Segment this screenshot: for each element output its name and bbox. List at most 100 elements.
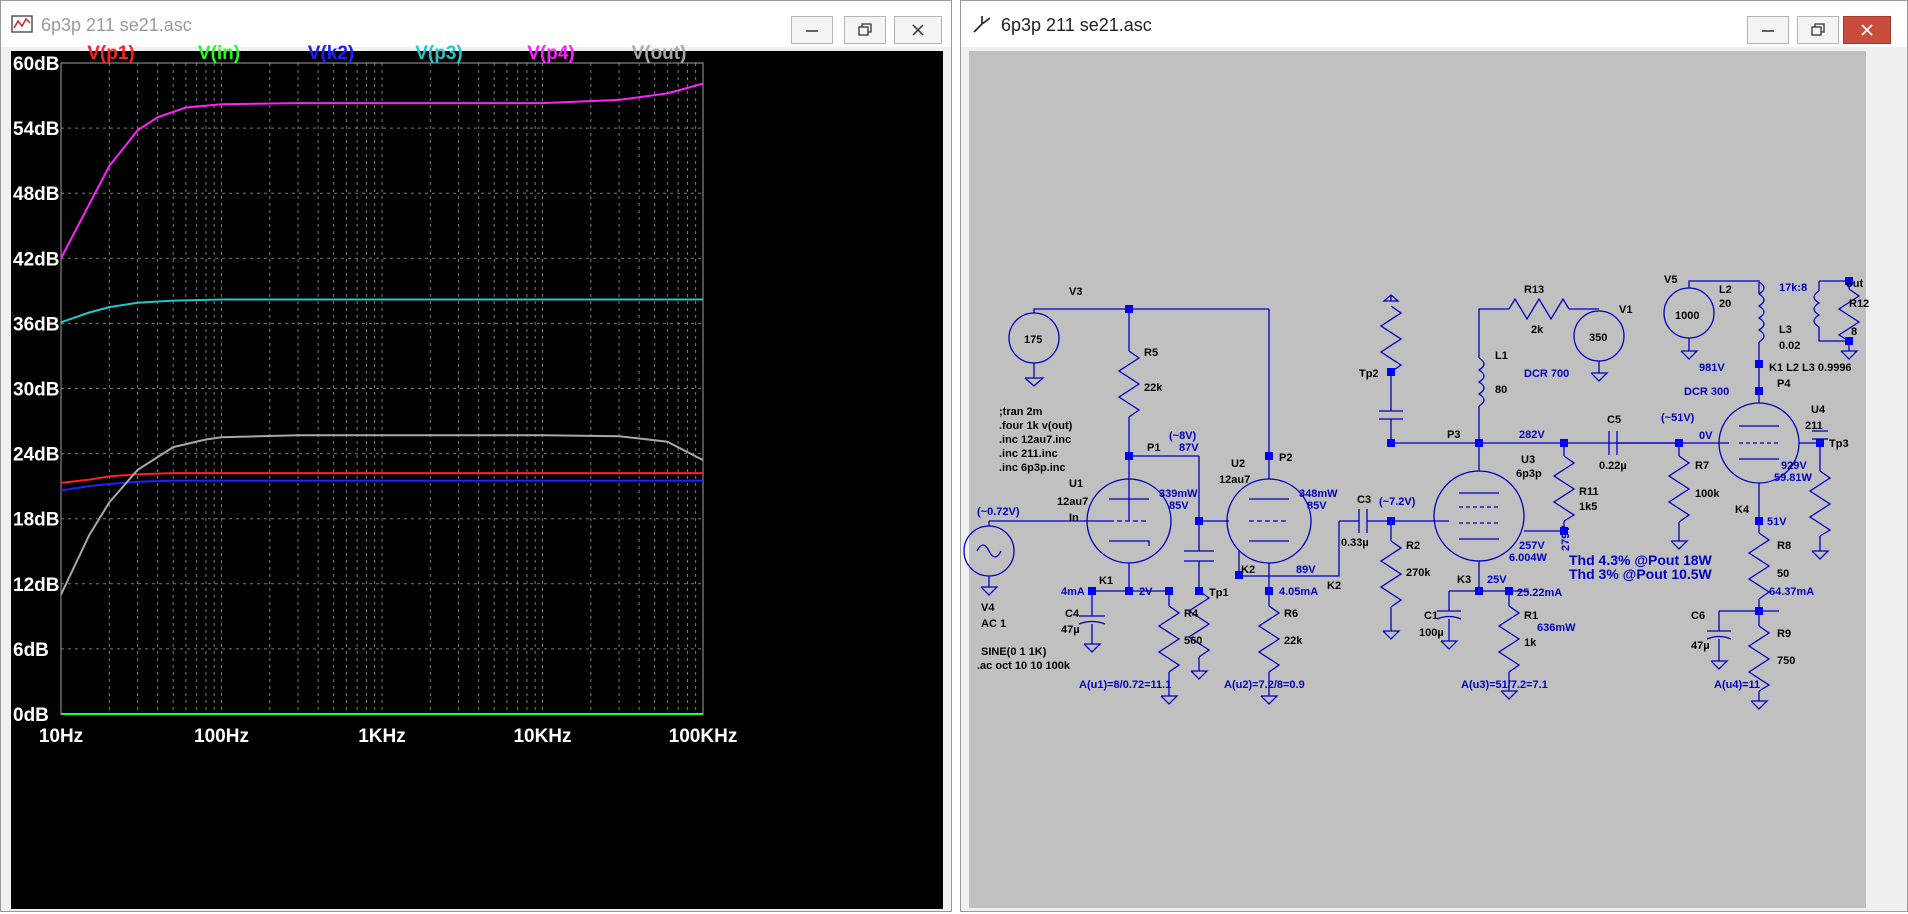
y-tick-label: 36dB: [13, 314, 59, 335]
minimize-icon: [1762, 30, 1774, 32]
schematic-labels: V3 175 R5 22k P1 P2 (~8V) 87V ;tran 2m .…: [977, 274, 1869, 691]
waveform-app-icon: [11, 15, 33, 33]
label-grid3-voltage: (~7.2V): [1379, 496, 1416, 508]
directive-inc-211: .inc 211.inc: [999, 448, 1058, 460]
schematic-canvas[interactable]: V3 175 R5 22k P1 P2 (~8V) 87V ;tran 2m .…: [963, 51, 1869, 908]
label-p1-voltage-2: 87V: [1179, 442, 1199, 454]
label-k3-current: 25.22mA: [1517, 587, 1562, 599]
label-r4-value: 560: [1184, 635, 1202, 647]
label-p1-voltage: (~8V): [1169, 430, 1197, 442]
label-r5-value: 22k: [1144, 382, 1163, 394]
label-u1: U1: [1069, 478, 1083, 490]
directive-ac: .ac oct 10 10 100k: [977, 660, 1071, 672]
directive-four: .four 1k v(out): [999, 420, 1073, 432]
label-sine: SINE(0 1 1K): [981, 646, 1047, 658]
label-gain-u4: A(u4)=11: [1714, 679, 1760, 691]
u3-tube-symbol: [1433, 470, 1525, 562]
label-u2-type: 12au7: [1219, 474, 1250, 486]
label-k4-voltage: 51V: [1767, 516, 1787, 528]
label-r7-value: 100k: [1695, 488, 1720, 500]
label-k4: K4: [1735, 504, 1750, 516]
label-l2: L2: [1719, 284, 1732, 296]
close-button[interactable]: [894, 16, 942, 44]
schematic-drawing[interactable]: V3 175 R5 22k P1 P2 (~8V) 87V ;tran 2m .…: [963, 51, 1869, 908]
label-r7: R7: [1695, 460, 1709, 472]
close-icon: [1861, 24, 1873, 36]
label-gain-u3: A(u3)=51/7.2=7.1: [1461, 679, 1548, 691]
label-tp1: Tp1: [1209, 587, 1229, 599]
plot-grid: [60, 62, 704, 715]
label-r11-value: 1k5: [1579, 501, 1597, 513]
close-icon: [912, 24, 924, 36]
label-r4: R4: [1184, 608, 1199, 620]
label-c3: C3: [1357, 494, 1371, 506]
label-k1-voltage: 2V: [1139, 586, 1153, 598]
label-u3-screen-voltage: 279V: [1560, 525, 1572, 551]
minimize-button[interactable]: [1747, 16, 1789, 44]
label-l3: L3: [1779, 324, 1792, 336]
junction-dots: [1088, 277, 1853, 615]
label-u3-power: 6.004W: [1509, 552, 1548, 564]
label-u3: U3: [1521, 454, 1535, 466]
label-p1: P1: [1147, 442, 1160, 454]
label-c5-value: 0.22µ: [1599, 460, 1627, 472]
label-r1-value: 1k: [1524, 637, 1537, 649]
label-v1: V1: [1619, 304, 1632, 316]
label-k2-current: 4.05mA: [1279, 586, 1318, 598]
trace-vk2: [60, 479, 703, 492]
y-tick-label: 42dB: [13, 249, 59, 270]
label-u3-type: 6p3p: [1516, 468, 1542, 480]
restore-icon: [1811, 23, 1825, 36]
minimize-icon: [806, 30, 818, 32]
label-v3-value: 175: [1024, 334, 1042, 346]
label-tp3: Tp3: [1829, 438, 1849, 450]
label-c3-value: 0.33µ: [1341, 537, 1369, 549]
label-r5: R5: [1144, 347, 1158, 359]
label-l1: L1: [1495, 350, 1508, 362]
label-u4: U4: [1811, 404, 1826, 416]
schematic-window[interactable]: 6p3p 211 se21.asc: [960, 0, 1908, 912]
close-button[interactable]: [1843, 16, 1891, 44]
label-gain-u2: A(u2)=7.2/8=0.9: [1224, 679, 1305, 691]
label-k3-voltage: 25V: [1487, 574, 1507, 586]
label-u1-type: 12au7: [1057, 496, 1088, 508]
x-tick-label: 100Hz: [194, 726, 249, 747]
y-tick-label: 12dB: [13, 575, 59, 596]
maximize-button[interactable]: [1797, 16, 1839, 44]
minimize-button[interactable]: [791, 16, 833, 44]
title-bar[interactable]: 6p3p 211 se21.asc: [1, 1, 951, 47]
title-bar[interactable]: 6p3p 211 se21.asc: [961, 1, 1907, 47]
waveform-window[interactable]: 6p3p 211 se21.asc V(p1)V(in)V(k2)V(p3)V(…: [0, 0, 952, 912]
label-k1-current: 4mA: [1061, 586, 1085, 598]
label-u2: U2: [1231, 458, 1245, 470]
label-v4: V4: [981, 602, 995, 614]
y-tick-label: 0dB: [13, 705, 49, 726]
label-u1-voltage: 85V: [1169, 500, 1189, 512]
y-tick-label: 60dB: [13, 54, 59, 75]
trace-vout: [60, 434, 704, 596]
label-r2-value: 270k: [1406, 567, 1431, 579]
maximize-button[interactable]: [844, 16, 886, 44]
label-c6-value: 47µ: [1691, 640, 1710, 652]
label-c4: C4: [1065, 608, 1080, 620]
label-c5: C5: [1607, 414, 1621, 426]
plot-labels: V(p1)V(in)V(k2)V(p3)V(p4)V(out)60dB54dB4…: [13, 43, 737, 747]
window-title: 6p3p 211 se21.asc: [41, 15, 192, 35]
label-v5-value: 1000: [1675, 310, 1699, 322]
label-k2: K2: [1241, 564, 1255, 576]
label-r1: R1: [1524, 610, 1538, 622]
label-gain-u1: A(u1)=8/0.72=11.1: [1079, 679, 1171, 691]
label-k4-current: 64.37mA: [1769, 586, 1814, 598]
label-p3: P3: [1447, 429, 1460, 441]
label-r9-value: 750: [1777, 655, 1795, 667]
label-v4-value: AC 1: [981, 618, 1006, 630]
label-r6: R6: [1284, 608, 1298, 620]
bode-plot[interactable]: V(p1)V(in)V(k2)V(p3)V(p4)V(out)60dB54dB4…: [11, 43, 943, 909]
legend-vp3: V(p3): [415, 43, 463, 64]
label-v3: V3: [1069, 286, 1082, 298]
label-dcr700: DCR 700: [1524, 368, 1569, 380]
label-l1-value: 80: [1495, 384, 1507, 396]
y-tick-label: 18dB: [13, 510, 59, 531]
label-input-voltage: (~0.72V): [977, 506, 1020, 518]
